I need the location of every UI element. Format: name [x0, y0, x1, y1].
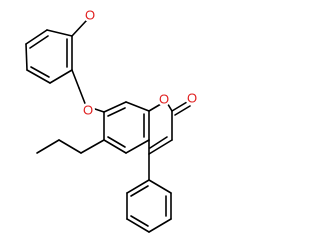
carbonyl-oxygen-label: O — [187, 91, 197, 106]
bond-c4a-c5 — [125, 139, 150, 154]
bond-c2-carbonyl — [171, 101, 188, 112]
bond-benzyl-ring-2 — [25, 29, 48, 45]
ring-oxygen-label: O — [159, 92, 169, 107]
atom-carbonyl-oxygen: O — [185, 91, 199, 106]
bond-c3-c4-inner — [149, 136, 168, 149]
ether-oxygen-label: O — [83, 103, 93, 118]
bond-c6-propyl-1 — [80, 139, 105, 154]
atom-labels: O O O O — [81, 8, 199, 118]
bond-benzyl-ring-3 — [25, 43, 28, 71]
bond-phenyl-6 — [148, 179, 172, 194]
bond-c5-c6-inner — [107, 136, 126, 148]
bonds — [25, 14, 191, 233]
bond-phenyl-1-inner — [130, 185, 149, 197]
bond-c7-c8-inner — [107, 107, 126, 117]
atom-ring-oxygen: O — [157, 92, 171, 107]
bond-c2-carbonyl-2 — [174, 105, 191, 116]
molecule-figure: O O O O — [25, 8, 199, 233]
bond-o-aryl — [71, 20, 87, 37]
bond-propyl-3 — [36, 139, 60, 154]
bond-benzyl-ring-2-inner — [29, 35, 49, 49]
bond-benzyl-ring-4-inner — [30, 66, 50, 78]
methoxy-oxygen-label: O — [85, 8, 95, 23]
atom-ether-oxygen: O — [81, 103, 95, 118]
bond-benzyl-ring-5 — [49, 69, 73, 84]
bond-ch2-o — [78, 87, 87, 107]
bond-benzyl-ring-1 — [46, 29, 73, 37]
bond-phenyl-4 — [148, 218, 172, 233]
bond-phenyl-1 — [126, 179, 150, 194]
atom-methoxy-oxygen: O — [83, 8, 97, 23]
molecule-structure: O O O O — [25, 8, 199, 233]
bond-propyl-2 — [58, 139, 82, 154]
bond-c7-c8 — [103, 101, 127, 113]
bond-c8-c8a — [125, 101, 150, 112]
bond-phenyl-3 — [126, 218, 150, 233]
bond-ring-ch2 — [71, 69, 80, 89]
bond-c5-c6 — [103, 139, 127, 154]
bond-phenyl-3-inner — [130, 215, 149, 227]
bond-benzyl-ring-4 — [26, 69, 51, 84]
bond-c3-c4 — [148, 139, 173, 155]
